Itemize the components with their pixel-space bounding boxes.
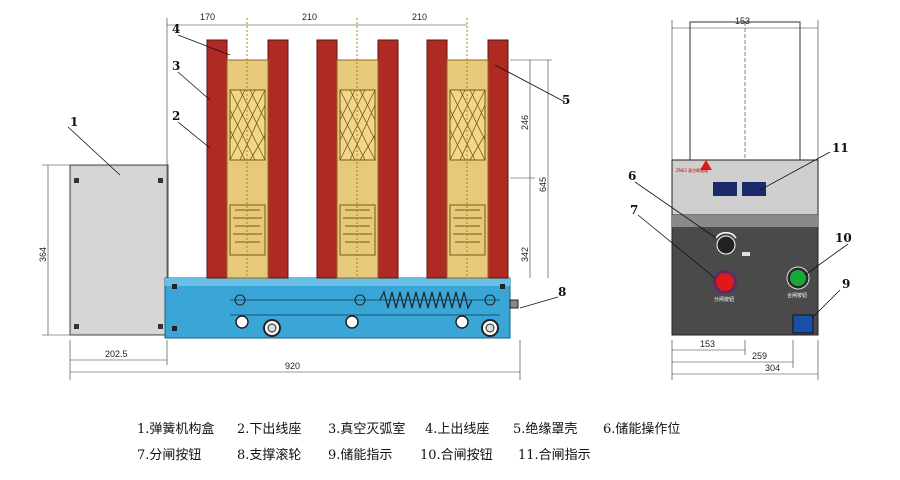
legend-row-1-item-4: 4.上出线座 bbox=[425, 422, 490, 437]
callout-9: 9 bbox=[842, 277, 850, 291]
legend-row-1-item-2: 2.下出线座 bbox=[237, 422, 302, 437]
base-chassis bbox=[164, 277, 519, 339]
callout-5: 5 bbox=[562, 93, 570, 107]
legend-row-1-item-3: 3.真空灭弧室 bbox=[328, 422, 406, 437]
dim-210-a: 210 bbox=[302, 12, 317, 22]
legend-row-2-item-4: 10.合闸按钮 bbox=[420, 448, 493, 463]
dim-920: 920 bbox=[285, 361, 300, 371]
callout-8: 8 bbox=[558, 285, 566, 299]
front-dimension-lines bbox=[42, 18, 552, 380]
spring-mechanism-box bbox=[69, 164, 169, 336]
callout-6: 6 bbox=[628, 169, 636, 183]
svg-text:分闸按钮: 分闸按钮 bbox=[714, 296, 734, 303]
dim-153-top: 153 bbox=[735, 16, 750, 26]
callout-11: 11 bbox=[832, 141, 849, 155]
svg-text:ZN63 真空断路器: ZN63 真空断路器 bbox=[676, 167, 708, 173]
dim-153-bottom: 153 bbox=[700, 339, 715, 349]
legend-row-2-item-3: 9.储能指示 bbox=[328, 448, 393, 463]
legend-row-1-item-5: 5.绝缘罩壳 bbox=[513, 422, 578, 437]
legend-row-2-item-2: 8.支撑滚轮 bbox=[237, 448, 302, 463]
dim-246: 246 bbox=[520, 115, 530, 130]
phase-poles bbox=[206, 18, 509, 279]
side-view: ZN63 真空断路器 分闸按钮 合闸按钮 bbox=[671, 21, 819, 336]
leader-lines bbox=[67, 34, 849, 319]
dim-342: 342 bbox=[520, 247, 530, 262]
legend-row-2-item-5: 11.合闸指示 bbox=[518, 448, 591, 463]
dim-645: 645 bbox=[538, 177, 548, 192]
dim-210-b: 210 bbox=[412, 12, 427, 22]
dim-304: 304 bbox=[765, 363, 780, 373]
dim-259: 259 bbox=[752, 351, 767, 361]
callout-2: 2 bbox=[172, 109, 180, 123]
callout-10: 10 bbox=[835, 231, 852, 245]
side-dimension-lines bbox=[671, 20, 819, 380]
legend-row-1-item-6: 6.储能操作位 bbox=[603, 422, 681, 437]
callout-1: 1 bbox=[70, 115, 78, 129]
dim-364: 364 bbox=[38, 247, 48, 262]
svg-text:合闸按钮: 合闸按钮 bbox=[787, 292, 807, 299]
legend-row-1-item-1: 1.弹簧机构盒 bbox=[137, 422, 215, 437]
dim-170: 170 bbox=[200, 12, 215, 22]
legend-row-2-item-1: 7.分闸按钮 bbox=[137, 448, 202, 463]
callout-3: 3 bbox=[172, 59, 180, 73]
callout-7: 7 bbox=[630, 203, 638, 217]
dim-202-5: 202.5 bbox=[105, 349, 128, 359]
callout-4: 4 bbox=[172, 22, 180, 36]
